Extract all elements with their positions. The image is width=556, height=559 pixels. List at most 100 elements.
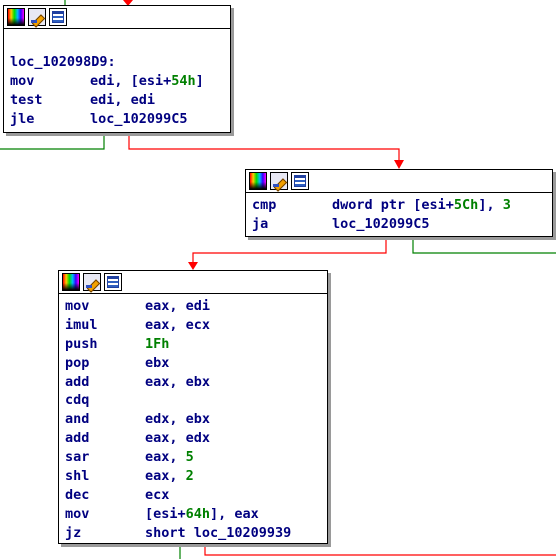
palette-icon[interactable] bbox=[7, 8, 25, 26]
mnemonic: cmp bbox=[252, 197, 277, 213]
instruction-line: add eax, edx bbox=[65, 429, 327, 448]
operand-number: 64h bbox=[185, 505, 211, 522]
block-code: mov eax, edi imul eax, ecx push 1Fh pop ebx add e… bbox=[59, 294, 327, 543]
instruction-line: jle loc_102099C5 bbox=[10, 110, 230, 129]
mnemonic: mov bbox=[10, 72, 35, 89]
operand-text: eax, ebx bbox=[145, 373, 211, 390]
code-block-arith[interactable]: mov eax, edi imul eax, ecx push 1Fh pop ebx add e… bbox=[58, 270, 328, 544]
mnemonic: mov bbox=[65, 298, 90, 314]
pencil-icon[interactable] bbox=[270, 172, 288, 190]
code-block-cmp[interactable]: cmp dword ptr [esi+5Ch], 3 ja loc_102099C5 bbox=[245, 169, 553, 237]
grid-icon[interactable] bbox=[49, 8, 67, 26]
operand: ecx bbox=[145, 486, 169, 505]
arrowhead-bottom-block bbox=[188, 262, 198, 270]
mnemonic: jle bbox=[10, 110, 35, 127]
mnemonic: pop bbox=[65, 354, 90, 371]
instruction-line: imul eax, ecx bbox=[65, 316, 327, 335]
operand-text: ], bbox=[478, 197, 503, 213]
operand-text: eax, bbox=[145, 449, 186, 466]
operand: eax, 2 bbox=[145, 467, 194, 486]
mnemonic: imul bbox=[65, 316, 98, 333]
block-code: cmp dword ptr [esi+5Ch], 3 ja loc_102099C5 bbox=[246, 193, 552, 234]
instruction-line: mov [esi+64h], eax bbox=[65, 505, 327, 524]
arrowhead-cmp-block bbox=[394, 160, 404, 169]
operand: eax, ecx bbox=[145, 316, 210, 335]
palette-icon[interactable] bbox=[249, 172, 267, 190]
jump-target[interactable]: loc_102099C5 bbox=[90, 110, 188, 127]
operand-text: edi, [esi+ bbox=[90, 72, 172, 89]
operand-text: eax, ecx bbox=[145, 316, 211, 333]
operand-number: 1Fh bbox=[145, 335, 170, 352]
instruction-line: ja loc_102099C5 bbox=[252, 215, 552, 234]
edge-ja-false bbox=[192, 236, 387, 264]
operand: ebx bbox=[145, 354, 169, 373]
operand: edi, [esi+54h] bbox=[90, 72, 204, 91]
instruction-line: pop ebx bbox=[65, 354, 327, 373]
operand: edi, edi bbox=[90, 91, 156, 108]
operand: edx, ebx bbox=[145, 410, 210, 429]
code-label[interactable]: loc_102098D9: bbox=[10, 54, 116, 70]
edge-ja-true bbox=[412, 236, 556, 254]
grid-icon[interactable] bbox=[291, 172, 309, 190]
mnemonic: ja bbox=[252, 215, 269, 232]
pencil-icon[interactable] bbox=[83, 273, 101, 291]
operand-text: [esi+ bbox=[145, 505, 186, 522]
edge-jz-false bbox=[204, 543, 556, 556]
operand-number: 54h bbox=[171, 72, 196, 89]
operand-text: edx, ebx bbox=[145, 411, 211, 428]
operand: eax, edi bbox=[145, 297, 210, 316]
mnemonic: mov bbox=[65, 505, 90, 522]
mnemonic: add bbox=[65, 430, 90, 447]
mnemonic: add bbox=[65, 373, 90, 390]
operand: dword ptr [esi+5Ch], 3 bbox=[332, 196, 511, 215]
block-header bbox=[4, 6, 230, 29]
instruction-line: cmp dword ptr [esi+5Ch], 3 bbox=[252, 196, 552, 215]
operand-number: 2 bbox=[185, 468, 194, 485]
operand-text: short loc_10209939 bbox=[145, 524, 292, 541]
mnemonic: dec bbox=[65, 486, 90, 503]
label-line: loc_102098D9: bbox=[10, 53, 230, 72]
grid-icon[interactable] bbox=[104, 273, 122, 291]
instruction-line: mov eax, edi bbox=[65, 297, 327, 316]
block-header bbox=[59, 271, 327, 294]
pencil-icon[interactable] bbox=[28, 8, 46, 26]
instruction-line: mov edi, [esi+54h] bbox=[10, 72, 230, 91]
instruction-line: jz short loc_10209939 bbox=[65, 524, 327, 543]
operand-text: eax, edi bbox=[145, 298, 211, 314]
instruction-line: dec ecx bbox=[65, 486, 327, 505]
operand-number: 3 bbox=[502, 197, 511, 213]
jump-target[interactable]: loc_102099C5 bbox=[332, 215, 430, 232]
instruction-line: and edx, ebx bbox=[65, 410, 327, 429]
block-header bbox=[246, 170, 552, 193]
operand-text: dword ptr [esi+ bbox=[332, 197, 454, 213]
instruction-line: cdq bbox=[65, 391, 327, 410]
operand-text: ecx bbox=[145, 486, 170, 503]
instruction-line: sar eax, 5 bbox=[65, 448, 327, 467]
operand-text: ], eax bbox=[210, 505, 259, 522]
mnemonic: cdq bbox=[65, 392, 90, 409]
edge-jle-true bbox=[0, 132, 105, 150]
operand-text: eax, bbox=[145, 468, 186, 485]
operand-text: eax, edx bbox=[145, 430, 211, 447]
operand-number: 5 bbox=[185, 449, 194, 466]
operand: 1Fh bbox=[145, 335, 169, 354]
operand: [esi+64h], eax bbox=[145, 505, 259, 524]
mnemonic: sar bbox=[65, 449, 90, 466]
mnemonic: and bbox=[65, 411, 90, 428]
operand-text: ebx bbox=[145, 354, 170, 371]
mnemonic: push bbox=[65, 335, 98, 352]
palette-icon[interactable] bbox=[62, 273, 80, 291]
operand: eax, ebx bbox=[145, 373, 210, 392]
arrowhead-red-incoming bbox=[123, 0, 133, 6]
jump-target[interactable]: short loc_10209939 bbox=[145, 524, 291, 543]
instruction-line: add eax, ebx bbox=[65, 373, 327, 392]
mnemonic: jz bbox=[65, 524, 82, 541]
operand-number: 5Ch bbox=[453, 197, 479, 213]
edge-jle-false bbox=[128, 132, 400, 162]
operand-text: ] bbox=[195, 72, 204, 89]
